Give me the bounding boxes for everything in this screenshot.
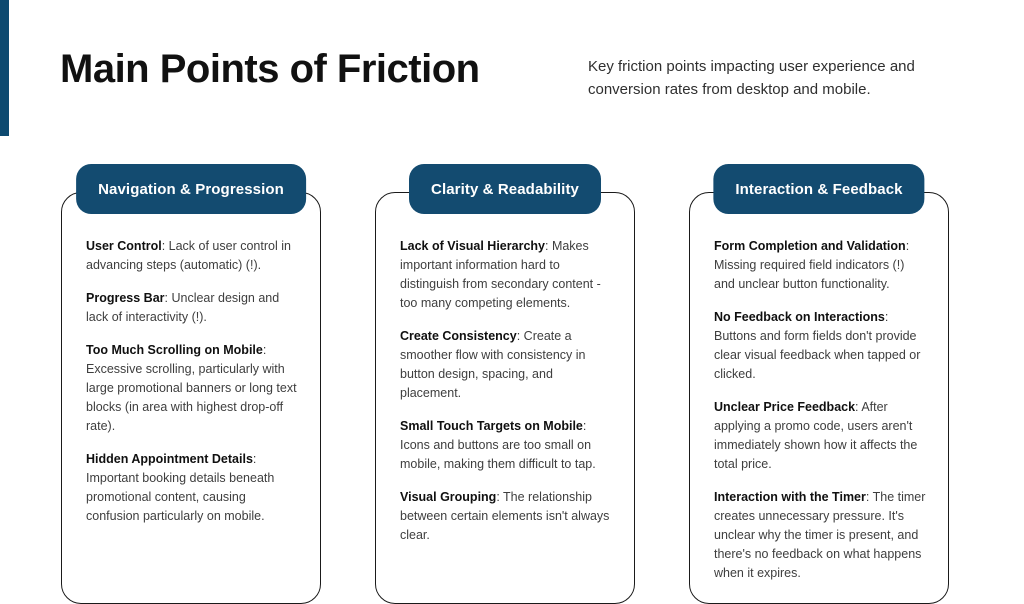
page-title: Main Points of Friction [60, 47, 480, 91]
accent-bar [0, 0, 9, 136]
friction-item: Form Completion and Validation: Missing … [714, 237, 928, 294]
label-separator: : [582, 419, 587, 433]
friction-item-label: Hidden Appointment Details [86, 452, 253, 466]
label-separator: : [161, 239, 169, 253]
friction-item: Too Much Scrolling on Mobile: Excessive … [86, 341, 300, 436]
card-navigation-progression: Navigation & Progression User Control: L… [61, 164, 321, 604]
label-separator: : [496, 490, 504, 504]
friction-item: No Feedback on Interactions: Buttons and… [714, 308, 928, 384]
friction-item-text: Excessive scrolling, particularly with l… [86, 362, 297, 433]
friction-item-label: Unclear Price Feedback [714, 400, 856, 414]
card-clarity-readability: Clarity & Readability Lack of Visual Hie… [375, 164, 635, 604]
friction-item-text: Important booking details beneath promot… [86, 471, 275, 523]
friction-item-label: Visual Grouping [400, 490, 497, 504]
label-separator: : [865, 490, 873, 504]
label-separator: : [905, 239, 910, 253]
friction-item-label: Small Touch Targets on Mobile [400, 419, 583, 433]
label-separator: : [252, 452, 257, 466]
friction-item-label: Lack of Visual Hierarchy [400, 239, 545, 253]
label-separator: : [164, 291, 172, 305]
friction-item-text: Unclear design and lack of interactivity… [86, 291, 280, 324]
friction-cards-row: Navigation & Progression User Control: L… [61, 164, 949, 604]
friction-item-text: Missing required field indicators (!) an… [714, 258, 905, 291]
friction-item-label: Too Much Scrolling on Mobile [86, 343, 263, 357]
friction-item-text: Icons and buttons are too small on mobil… [400, 438, 596, 471]
friction-item-text: Buttons and form fields don't provide cl… [714, 329, 921, 381]
card-title-pill: Interaction & Feedback [713, 164, 925, 214]
card-title-pill: Navigation & Progression [76, 164, 306, 214]
friction-item-label: Interaction with the Timer [714, 490, 866, 504]
label-separator: : [516, 329, 524, 343]
slide-header: Main Points of Friction Key friction poi… [60, 46, 984, 102]
friction-item: Progress Bar: Unclear design and lack of… [86, 289, 300, 327]
friction-item-label: User Control [86, 239, 162, 253]
page-subtitle: Key friction points impacting user exper… [588, 58, 915, 99]
label-separator: : [884, 310, 889, 324]
friction-item-label: Progress Bar [86, 291, 165, 305]
friction-item: Visual Grouping: The relationship betwee… [400, 488, 614, 545]
friction-item-text: Makes important information hard to dist… [400, 239, 601, 310]
card-title-pill: Clarity & Readability [409, 164, 601, 214]
friction-item: Create Consistency: Create a smoother fl… [400, 327, 614, 403]
friction-item-label: Form Completion and Validation [714, 239, 906, 253]
friction-item-text: Lack of user control in advancing steps … [86, 239, 291, 272]
label-separator: : [855, 400, 862, 414]
friction-item: Interaction with the Timer: The timer cr… [714, 488, 928, 583]
friction-item-label: No Feedback on Interactions [714, 310, 885, 324]
friction-item-label: Create Consistency [400, 329, 517, 343]
friction-item: Unclear Price Feedback: After applying a… [714, 398, 928, 474]
friction-item: User Control: Lack of user control in ad… [86, 237, 300, 275]
label-separator: : [262, 343, 267, 357]
friction-item-text: After applying a promo code, users aren'… [714, 400, 918, 471]
friction-item-text: Create a smoother flow with consistency … [400, 329, 586, 400]
label-separator: : [544, 239, 552, 253]
card-interaction-feedback: Interaction & Feedback Form Completion a… [689, 164, 949, 604]
friction-item: Lack of Visual Hierarchy: Makes importan… [400, 237, 614, 313]
friction-item: Small Touch Targets on Mobile: Icons and… [400, 417, 614, 474]
friction-item: Hidden Appointment Details: Important bo… [86, 450, 300, 526]
